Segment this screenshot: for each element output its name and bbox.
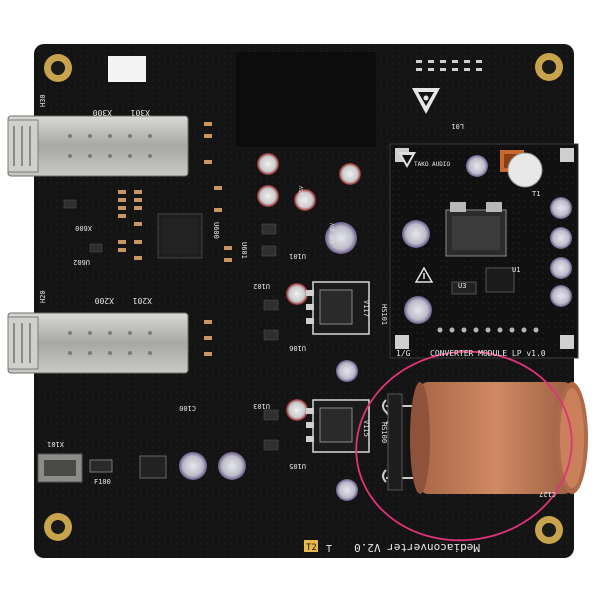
converter-module [389, 143, 579, 359]
ref-u1: U1 [512, 266, 520, 274]
cap-value-a: 220 35V [330, 223, 336, 244]
silk-grid-top-right [416, 60, 482, 71]
ref-h20: H20 [39, 290, 47, 303]
dark-heatsink-area [236, 52, 376, 147]
hazard-triangle-icon [414, 266, 434, 283]
ref-u106: U106 [289, 344, 306, 352]
rev-mark-2: T [326, 544, 332, 555]
board-title: Mediaconverter V2.0 [354, 541, 480, 554]
ceramic-resistor [410, 382, 588, 494]
module-ref: 1/G [396, 349, 411, 358]
ref-hs101: HS101 [380, 304, 388, 325]
ref-x200: X200 [95, 296, 114, 305]
rev-mark: T2 [306, 543, 317, 553]
ref-u105: U105 [289, 462, 306, 470]
electrolytic-caps-middle [179, 153, 361, 501]
silkscreen-labels: X301 X300 H30 X201 X200 H20 U602 X600 U6… [39, 94, 556, 498]
smd-components [118, 122, 232, 356]
ref-v115: V115 [362, 420, 370, 437]
ref-h30: H30 [39, 94, 47, 107]
ref-t1: T1 [532, 190, 540, 198]
ref-v117: V117 [362, 300, 370, 317]
brand-label: TAKO AUDIO [414, 161, 451, 168]
ref-u601: U601 [240, 242, 248, 259]
fuse-f100 [89, 459, 113, 473]
sfp-cage-bottom [7, 312, 189, 374]
regulator-hs101 [306, 281, 370, 335]
ref-u102: U102 [253, 282, 270, 290]
mounting-holes [44, 53, 563, 544]
ref-u3: U3 [458, 282, 466, 290]
ref-c127: C127 [539, 490, 556, 498]
ref-x300: X300 [93, 108, 112, 117]
ref-x201: X201 [133, 296, 152, 305]
ref-u103: U103 [253, 402, 270, 410]
white-label-pad [108, 56, 146, 82]
ref-hs100: HS100 [380, 422, 388, 443]
ref-u600: U600 [212, 222, 220, 239]
ref-x301: X301 [131, 108, 150, 117]
cap-value-b: 470 25V [299, 186, 305, 207]
ref-x101: X101 [47, 440, 64, 448]
module-label: CONVERTER MODULE LP v1.0 [430, 349, 546, 358]
board-title-group: T2 T Mediaconverter V2.0 [304, 540, 480, 555]
ref-f100: F100 [94, 478, 111, 486]
sfp-cage-top [7, 115, 189, 177]
ref-c100: C100 [179, 404, 196, 412]
ref-x600: X600 [75, 224, 92, 232]
ref-u602: U602 [73, 258, 90, 266]
highlight-circle [355, 350, 573, 542]
ref-u101: U101 [289, 252, 306, 260]
module-tako-logo-icon [398, 152, 416, 168]
tako-logo-icon [412, 88, 440, 114]
ref-l01: L01 [451, 122, 464, 130]
